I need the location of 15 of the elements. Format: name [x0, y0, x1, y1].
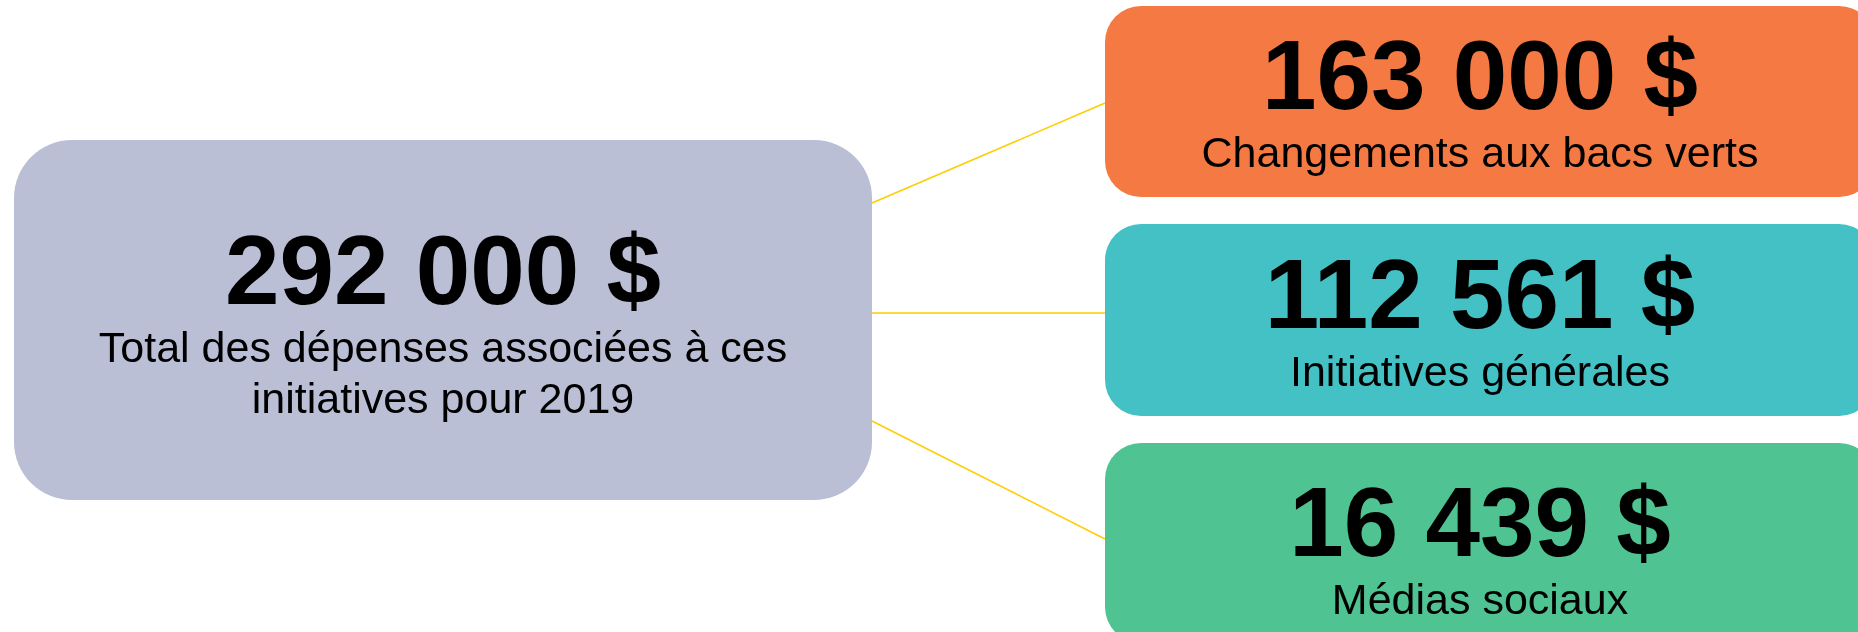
- value-box: [14, 140, 872, 500]
- amount-value: 163 000 $: [1262, 24, 1698, 128]
- amount-value: 16 439 $: [1289, 470, 1671, 574]
- value-box: [1105, 443, 1858, 632]
- connector-line: [871, 420, 1106, 540]
- amount-value: 112 561 $: [1264, 242, 1696, 346]
- connector-line: [871, 102, 1106, 204]
- description-text: Initiatives générales: [1288, 345, 1672, 397]
- description-text: Total des dépenses associées à ces initiatives pour 2019: [97, 321, 789, 425]
- description-text: Changements aux bacs verts: [1200, 127, 1760, 179]
- value-box: [1105, 224, 1858, 416]
- description-text: Médias sociaux: [1330, 573, 1630, 625]
- value-box: [1105, 6, 1858, 197]
- connector-line: [871, 312, 1106, 314]
- amount-value: 292 000 $: [225, 218, 661, 322]
